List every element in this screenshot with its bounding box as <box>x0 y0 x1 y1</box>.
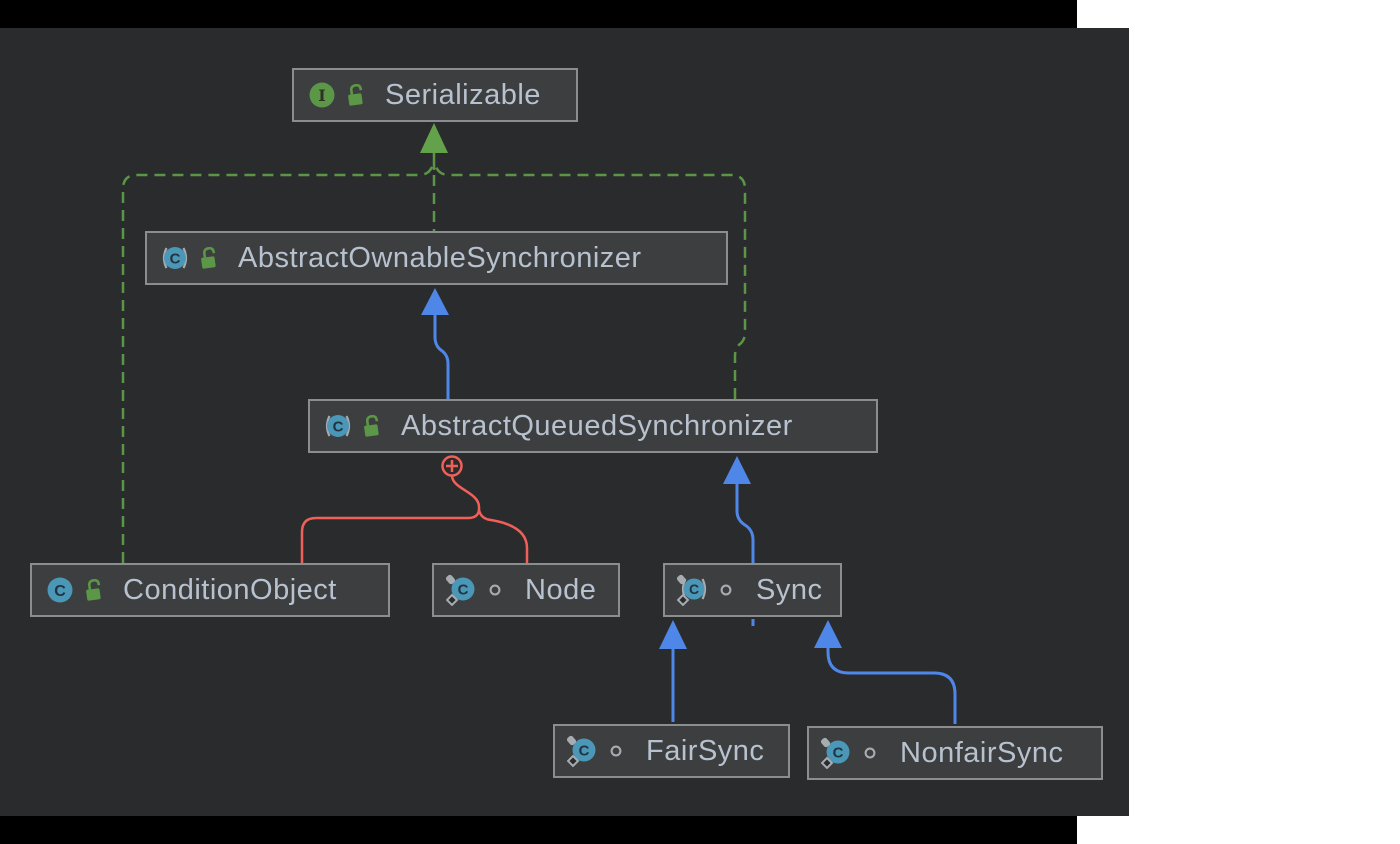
implements-edge-aqs-serializable <box>432 163 747 399</box>
static-class-icon <box>567 735 599 767</box>
package-visibility-icon <box>487 582 503 598</box>
interface-icon <box>306 79 338 111</box>
inner-class-edge-aqs-conditionobject <box>300 475 481 563</box>
class-name-label: Sync <box>756 573 823 606</box>
class-node-fairsync[interactable]: FairSync <box>553 724 790 778</box>
class-icon <box>44 574 76 606</box>
class-name-label: NonfairSync <box>900 736 1064 769</box>
extends-edge-nonfairsync-sync <box>814 620 957 724</box>
class-name-label: ConditionObject <box>123 573 337 606</box>
static-class-icon <box>446 574 478 606</box>
class-name-label: AbstractOwnableSynchronizer <box>238 241 642 274</box>
class-name-label: AbstractQueuedSynchronizer <box>401 409 793 442</box>
public-lock-icon <box>344 82 366 108</box>
abstract-class-icon <box>159 242 191 274</box>
extends-edge-fairsync-sync <box>659 620 687 722</box>
package-visibility-icon <box>718 582 734 598</box>
class-node-abstractownablesynchronizer[interactable]: AbstractOwnableSynchronizer <box>145 231 728 285</box>
implements-edge-conditionobject-serializable <box>121 163 435 563</box>
inner-class-anchor-aqs <box>441 455 463 477</box>
class-node-serializable[interactable]: Serializable <box>292 68 578 122</box>
implements-arrow-serializable <box>420 123 448 170</box>
public-lock-icon <box>197 245 219 271</box>
extends-edge-aqs-aos <box>421 288 450 399</box>
class-name-label: Node <box>525 573 597 606</box>
static-class-icon <box>821 737 853 769</box>
public-lock-icon <box>360 413 382 439</box>
class-node-conditionobject[interactable]: ConditionObject <box>30 563 390 617</box>
class-node-abstractqueuedsynchronizer[interactable]: AbstractQueuedSynchronizer <box>308 399 878 453</box>
inner-class-edge-aqs-node <box>477 509 529 563</box>
package-visibility-icon <box>862 745 878 761</box>
package-visibility-icon <box>608 743 624 759</box>
class-node-sync[interactable]: Sync <box>663 563 842 617</box>
class-node-nonfairsync[interactable]: NonfairSync <box>807 726 1103 780</box>
class-node-node[interactable]: Node <box>432 563 620 617</box>
extends-edge-sync-aqs <box>723 456 755 626</box>
abstract-static-class-icon <box>677 574 709 606</box>
class-name-label: FairSync <box>646 734 765 767</box>
abstract-class-icon <box>322 410 354 442</box>
public-lock-icon <box>82 577 104 603</box>
class-name-label: Serializable <box>385 78 541 111</box>
